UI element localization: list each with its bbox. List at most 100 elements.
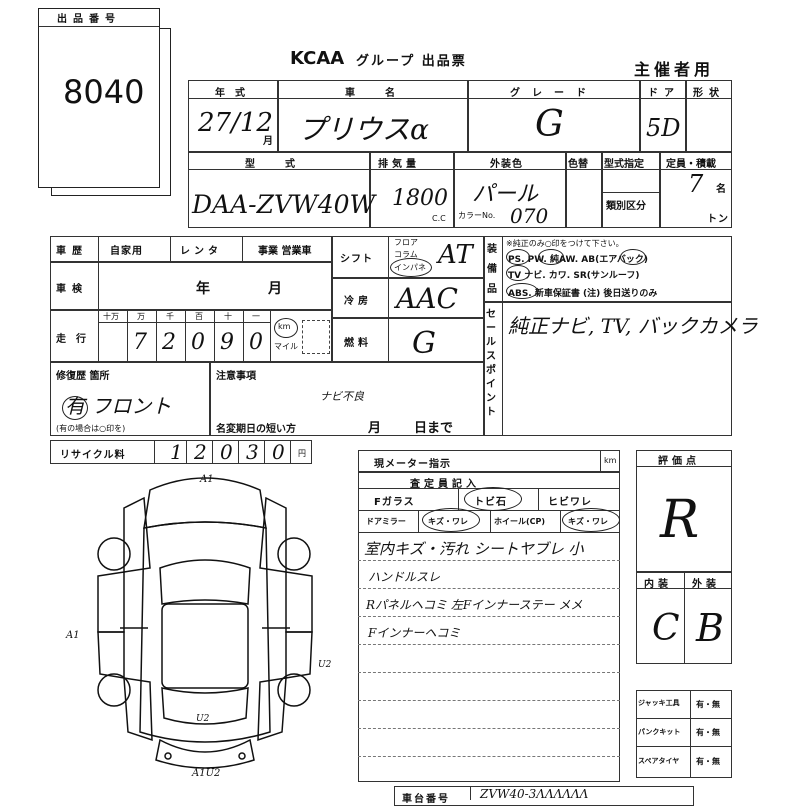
inspection-line-2: ハンドルスレ [368,570,441,584]
unit-km: km [278,322,291,331]
name-change-day: 日まで [414,421,454,436]
tool-jack-label: ジャッキ工具 [638,699,680,707]
history-label: 車歴 [56,246,88,257]
history-commercial[interactable]: 事業 営業車 [258,246,312,257]
equipment-label: 装備品 [487,244,497,295]
history-private[interactable]: 自家用 [110,246,143,257]
shift-label: シフト [340,254,373,265]
digit-head-10k: 万 [137,312,145,321]
mirror-damage-circle [422,508,480,532]
fuel-value: G [412,326,436,361]
mileage-digit-1: 7 [133,330,147,355]
inspection-title: 査定員記入 [410,479,480,490]
shift-value: AT [438,240,473,270]
repair-hint: (有の場合は○印を) [56,424,126,433]
designation-label: 型式指定 [604,159,644,170]
history-rental[interactable]: レンタ [180,246,222,257]
shaken-month: 月 [268,281,283,297]
notes-value: ナビ不良 [320,390,364,403]
inspection-line-4: Fインナーヘコミ [368,626,461,640]
color-label: 外装色 [490,159,523,170]
digit-head-1k: 千 [166,312,174,321]
capacity-label: 定員・積載 [666,159,716,170]
chassis-label: 車台番号 [402,794,450,805]
recycle-unit: 円 [298,449,306,458]
shift-selected-circle [390,258,432,277]
inspection-line-3: Rパネルヘコミ 左Fインナーステー メメ [366,598,583,612]
grade-value: G [535,104,564,145]
interior-value: C [652,608,680,649]
year-unit: 月 [263,136,274,147]
year-label: 年式 [215,88,255,99]
recycle-digit-1: 1 [170,440,183,464]
fglass-label: Fガラス [374,497,415,508]
color-no-value: 070 [510,204,549,228]
shift-column[interactable]: コラム [394,250,418,259]
model-label: 車名 [345,88,425,99]
sales-point-value: 純正ナビ, TV, バックカメラ [508,314,758,338]
type-value: DAA-ZVW40W [192,190,376,219]
shift-floor[interactable]: フロア [394,238,418,247]
exhibit-box: 出品番号 8040 [38,8,160,188]
tool-puncture-value[interactable]: 有・無 [696,728,720,737]
displacement-label: 排気量 [378,159,420,170]
mileage-check-box[interactable] [302,320,330,354]
wheel-label: ホイール(CP) [494,517,546,526]
tool-spare-value[interactable]: 有・無 [696,757,720,766]
recycle-digit-4: 3 [246,440,259,464]
interior-label: 内装 [644,579,672,590]
wheel-rl [97,673,131,707]
door-value: 5D [646,114,681,142]
repair-label: 修復歴 箇所 [56,371,110,382]
header-logo: KCAA [290,48,345,69]
ton-unit: トン [707,214,729,225]
recycle-digit-2: 2 [194,440,207,464]
equipment-line-1: PS. PW. 純AW. AB(エアバック) [508,255,648,265]
fglass-chip-circle [464,487,522,511]
exterior-value: B [696,606,724,650]
year-value: 27/12 [198,108,273,138]
aircon-label: 冷房 [344,296,372,307]
car-diagram [97,477,313,769]
equip-circle-pw [538,249,564,265]
mileage-digit-2: 2 [162,330,176,355]
door-label: ドア [648,88,680,99]
exhibit-label: 出品番号 [57,14,121,25]
name-change-month: 月 [368,421,383,436]
equipment-line-3: ABS. 新車保証書 (注) 後日送りのみ [508,289,658,299]
type-label: 型式 [245,159,325,170]
color-change-label: 色替 [568,159,588,170]
organizer-label: 主催者用 [634,60,715,79]
equip-circle-ps [506,249,530,265]
equip-circle-ab [620,249,646,265]
diagram-mark-right: U2 [318,660,332,670]
equipment-line-2: TV ナビ. カワ. SR(サンルーフ) [508,271,640,281]
header-title: グループ 出品票 [356,54,467,69]
diagram-mark-bottom2: A1U2 [192,768,221,779]
diagram-mark-bottom1: U2 [196,714,210,724]
tool-jack-value[interactable]: 有・無 [696,700,720,709]
digit-head-1: 一 [252,312,260,321]
equip-circle-tv [506,265,530,281]
digit-head-100k: 十万 [103,312,119,321]
tool-spare-label: スペアタイヤ [638,757,680,765]
chassis-value: ZVW40-3ΛΛΛΛΛΛ [480,787,589,801]
shaken-year: 年 [196,281,211,297]
meter-unit: km [604,456,617,465]
fuel-label: 燃料 [344,338,372,349]
exhibit-number: 8040 [63,73,145,111]
sales-point-label: セールスポイント [486,309,496,418]
wheel-rr [277,673,311,707]
mirror-label: ドアミラー [366,517,406,526]
meter-label: 現メーター指示 [374,459,451,470]
diagram-mark-left: A1 [66,630,80,641]
shape-label: 形状 [693,88,725,99]
fglass-crack[interactable]: ヒビワレ [548,497,592,508]
inspection-line-1: 室内キズ・汚れ シートヤブレ 小 [364,540,584,558]
diagram-mark-top: A1 [200,474,214,485]
wheel-fl [97,537,131,571]
class-label: 類別区分 [606,201,646,212]
mileage-digit-4: 9 [220,330,234,355]
rating-value: R [660,490,700,550]
capacity-value: 7 [688,170,704,198]
